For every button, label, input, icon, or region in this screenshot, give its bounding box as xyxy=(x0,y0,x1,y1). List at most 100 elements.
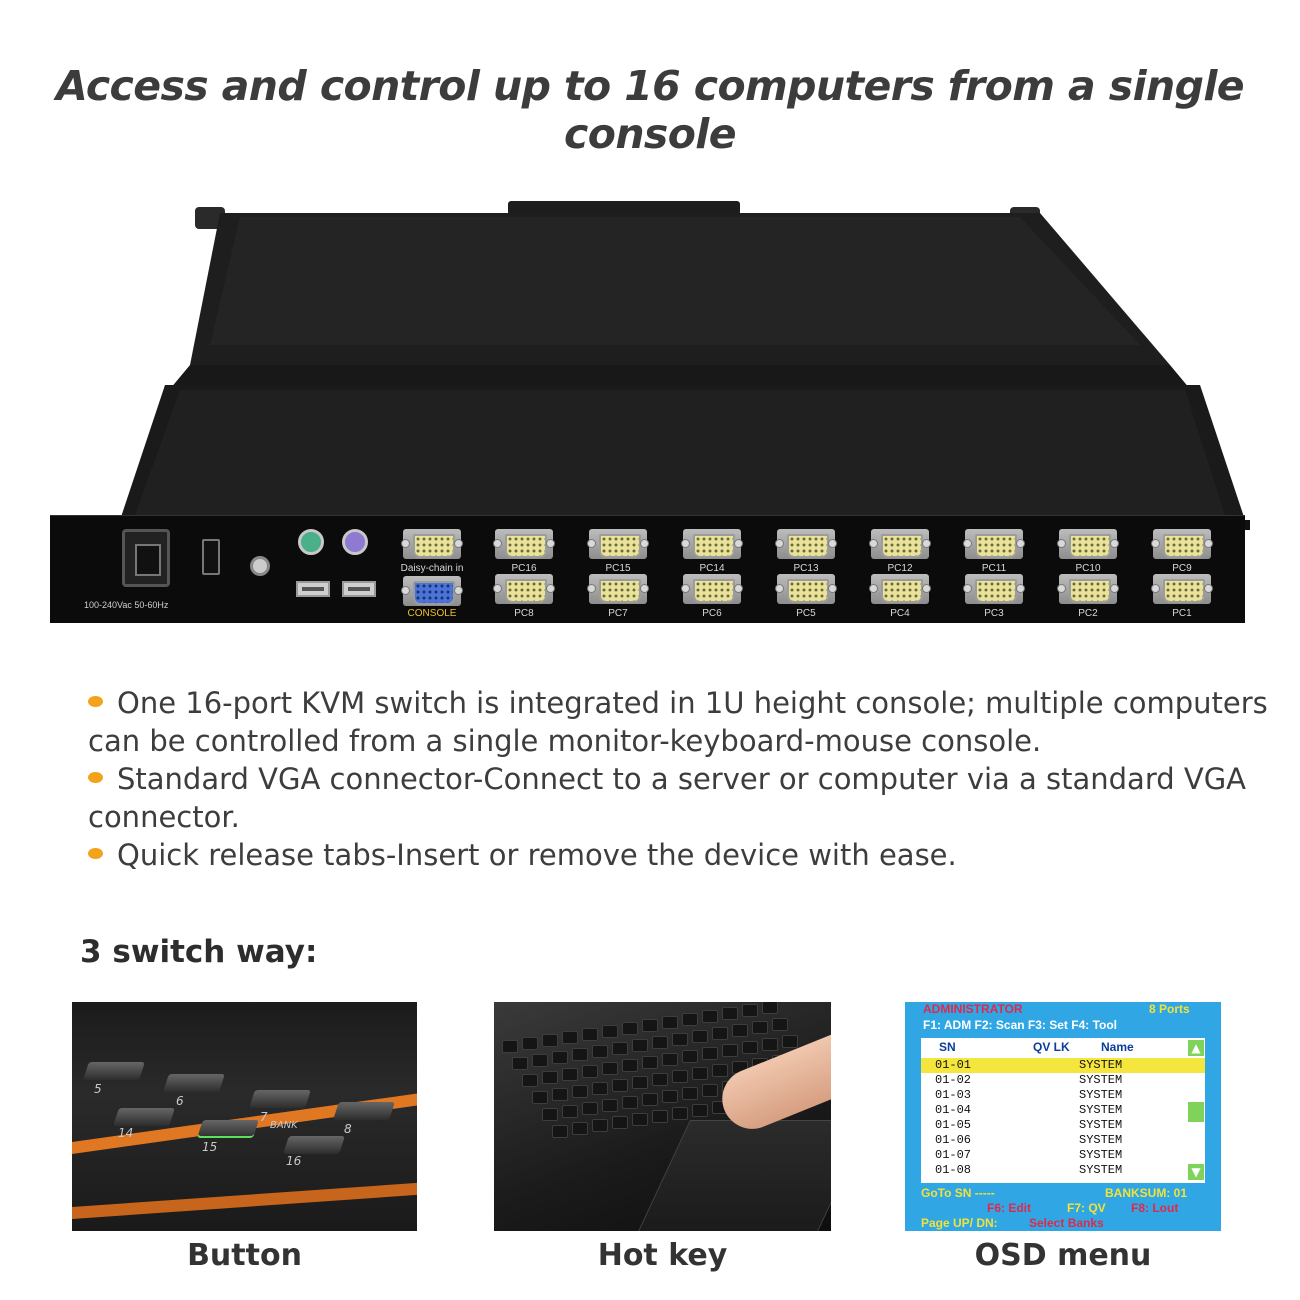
keyboard-key xyxy=(632,1113,648,1126)
scroll-down-icon: ▼ xyxy=(1188,1164,1204,1180)
keyboard-key xyxy=(592,1119,608,1132)
usb-port-2 xyxy=(342,581,376,597)
keyboard-key xyxy=(782,1035,798,1048)
vga-port xyxy=(493,529,555,559)
bank-button xyxy=(249,1090,311,1108)
osd-row-name: SYSTEM xyxy=(1079,1148,1123,1162)
port-label: PC4 xyxy=(890,608,910,619)
keyboard-key xyxy=(562,1068,578,1081)
osd-row-sn: 01-01 xyxy=(935,1058,972,1072)
bank-button xyxy=(83,1062,145,1080)
port-label: PC11 xyxy=(981,563,1007,574)
keyboard-key xyxy=(612,1116,628,1129)
button-number: 8 xyxy=(344,1122,352,1136)
port-label: PC8 xyxy=(514,608,534,619)
button-number: 14 xyxy=(118,1126,134,1140)
osd-row-name: SYSTEM xyxy=(1079,1133,1123,1147)
keyboard-key xyxy=(532,1054,548,1067)
port-label: PC5 xyxy=(796,608,816,619)
osd-row-sn: 01-05 xyxy=(935,1118,972,1132)
caption-hotkey: Hot key xyxy=(597,1238,728,1273)
osd-banksum: BANKSUM: 01 xyxy=(1105,1186,1188,1200)
port-label: PC16 xyxy=(511,563,537,574)
keyboard-key xyxy=(532,1091,548,1104)
port-label: PC10 xyxy=(1075,563,1101,574)
vga-port xyxy=(1151,574,1213,604)
keyboard-key xyxy=(642,1093,658,1106)
vga-port xyxy=(1057,529,1119,559)
osd-f8: F8: Lout xyxy=(1131,1201,1179,1215)
port-label: PC6 xyxy=(702,608,722,619)
port-label: PC7 xyxy=(608,608,628,619)
button-number: 6 xyxy=(176,1094,184,1108)
osd-screen: ADMINISTRATOR 8 Ports F1: ADM F2: Scan F… xyxy=(905,1002,1221,1231)
button-number: 16 xyxy=(286,1154,302,1168)
osd-col-sn: SN xyxy=(939,1040,956,1054)
ps2-mouse-port xyxy=(298,529,324,555)
keyboard-key xyxy=(622,1096,638,1109)
osd-ports: 8 Ports xyxy=(1149,1002,1190,1016)
vga-port xyxy=(775,574,837,604)
port-label: PC1 xyxy=(1172,608,1192,619)
daisy-chain-port xyxy=(401,529,463,559)
power-switch xyxy=(202,539,220,575)
osd-row-name: SYSTEM xyxy=(1079,1103,1123,1117)
console-vga-port xyxy=(401,576,463,606)
osd-function-keys: F1: ADM F2: Scan F3: Set F4: Tool xyxy=(923,1018,1118,1032)
daisy-chain-label: Daisy-chain in xyxy=(400,563,464,574)
keyboard-key xyxy=(722,1044,738,1057)
vga-port xyxy=(587,574,649,604)
keyboard-key xyxy=(772,1018,788,1031)
osd-row-sn: 01-07 xyxy=(935,1148,972,1162)
vga-port xyxy=(493,574,555,604)
keyboard-key xyxy=(512,1057,528,1070)
feature-item: Standard VGA connector-Connect to a serv… xyxy=(88,760,1278,836)
console-label: CONSOLE xyxy=(407,608,457,619)
osd-col-qv-lk: QV LK xyxy=(1033,1040,1070,1054)
keyboard-key xyxy=(702,1084,718,1097)
keyboard-key xyxy=(572,1122,588,1135)
osd-table-row[interactable]: 01-07 SYSTEM xyxy=(921,1148,1205,1163)
keyboard-key xyxy=(552,1125,568,1138)
osd-table-row[interactable]: 01-04 SYSTEM xyxy=(921,1103,1205,1118)
keyboard-key xyxy=(662,1090,678,1103)
osd-row-sn: 01-03 xyxy=(935,1088,972,1102)
keyboard-key xyxy=(602,1025,618,1038)
port-label: PC3 xyxy=(984,608,1004,619)
vga-port xyxy=(1151,529,1213,559)
keyboard-key xyxy=(672,1070,688,1083)
vga-port xyxy=(775,529,837,559)
keyboard-key xyxy=(612,1042,628,1055)
keyboard-key xyxy=(712,1027,728,1040)
keyboard-key xyxy=(522,1037,538,1050)
keyboard-key xyxy=(702,1010,718,1023)
keyboard-key xyxy=(712,1064,728,1077)
feature-item: One 16-port KVM switch is integrated in … xyxy=(88,684,1278,760)
keyboard-key xyxy=(682,1087,698,1100)
ps2-keyboard-port xyxy=(342,529,368,555)
button-number: 5 xyxy=(94,1082,102,1096)
osd-row-sn: 01-04 xyxy=(935,1103,972,1117)
bullet-dot-icon xyxy=(88,696,103,707)
keyboard-key xyxy=(642,1019,658,1032)
vga-port xyxy=(869,574,931,604)
bullet-dot-icon xyxy=(88,848,103,859)
osd-goto: GoTo SN ----- xyxy=(921,1186,995,1200)
keyboard-key xyxy=(702,1047,718,1060)
osd-title: ADMINISTRATOR xyxy=(923,1002,1023,1016)
device-chassis-drawing xyxy=(50,201,1250,530)
osd-f7: F7: QV xyxy=(1067,1201,1106,1215)
keyboard-key xyxy=(592,1045,608,1058)
keyboard-key xyxy=(582,1065,598,1078)
bank-button xyxy=(283,1136,345,1154)
keyboard-key xyxy=(682,1050,698,1063)
port-label: PC2 xyxy=(1078,608,1098,619)
button-switch-photo: 5 6 7 8 14 15 16 BANK xyxy=(72,1002,417,1231)
button-number: 7 xyxy=(260,1110,268,1124)
